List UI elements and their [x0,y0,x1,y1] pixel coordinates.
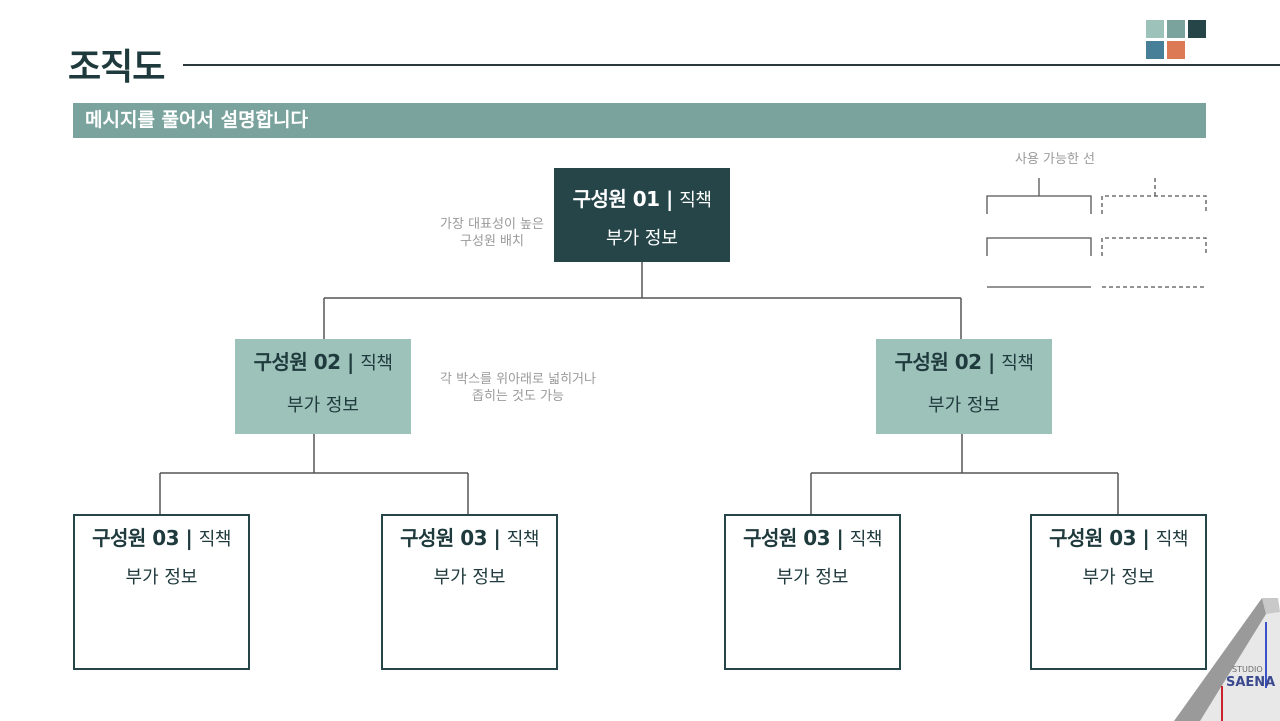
note-resize-line1: 각 박스를 위아래로 넓히거나 [440,372,596,387]
member-info: 부가 정보 [776,567,849,588]
member-name: 구성원 03 | [400,526,501,550]
member-info: 부가 정보 [606,228,678,249]
palette-swatch-orange [1167,41,1185,59]
member-role: 직책 [1001,353,1034,374]
member-name: 구성원 02 | [894,350,996,374]
line-style-samples [986,178,1207,288]
member-heading: 구성원 02 | 직책 [235,346,411,375]
sample-bracket-dashed [1101,195,1207,214]
org-box-level2-right[interactable]: 구성원 02 | 직책 부가 정보 [876,339,1052,434]
sample-open-solid [986,237,1092,256]
member-name: 구성원 02 | [253,350,355,374]
note-top-member: 가장 대표성이 높은 구성원 배치 [412,216,572,250]
subtitle-text: 메시지를 풀어서 설명합니다 [85,109,308,131]
member-role: 직책 [679,190,712,211]
studio-saena-logo: STUDIO SAENA [1174,598,1280,721]
logo-text-saena: SAENA [1226,675,1275,690]
member-role: 직책 [849,529,883,550]
note-top-member-line2: 구성원 배치 [460,234,524,249]
note-top-member-line1: 가장 대표성이 높은 [440,217,544,232]
member-role: 직책 [1155,529,1189,550]
member-heading: 구성원 03 | 직책 [1032,522,1205,551]
subtitle-bar: 메시지를 풀어서 설명합니다 [73,103,1206,138]
note-resize: 각 박스를 위아래로 넓히거나 좁히는 것도 가능 [418,371,618,405]
page-title: 조직도 [68,47,165,88]
member-info: 부가 정보 [125,567,198,588]
org-box-level1[interactable]: 구성원 01 | 직책 부가 정보 [554,168,730,262]
palette-swatch-dark-teal [1188,20,1206,38]
member-name: 구성원 01 | [572,187,674,211]
member-info: 부가 정보 [1082,567,1155,588]
member-role: 직책 [360,353,393,374]
member-heading: 구성원 01 | 직책 [554,183,730,212]
title-divider [183,64,1280,66]
member-heading: 구성원 03 | 직책 [383,522,556,551]
member-heading: 구성원 02 | 직책 [876,346,1052,375]
line-styles-label: 사용 가능한 선 [1014,152,1096,167]
member-info: 부가 정보 [433,567,506,588]
org-box-level3-4[interactable]: 구성원 03 | 직책 부가 정보 [1030,514,1207,670]
org-box-level3-3[interactable]: 구성원 03 | 직책 부가 정보 [724,514,901,670]
member-name: 구성원 03 | [743,526,844,550]
org-box-level2-left[interactable]: 구성원 02 | 직책 부가 정보 [235,339,411,434]
member-heading: 구성원 03 | 직책 [726,522,899,551]
sample-open-dashed [1101,237,1207,256]
org-box-level3-1[interactable]: 구성원 03 | 직책 부가 정보 [73,514,250,670]
member-role: 직책 [198,529,232,550]
member-info: 부가 정보 [928,395,1000,416]
logo-text-studio: STUDIO [1232,665,1263,674]
sample-bracket-solid [986,195,1092,214]
member-name: 구성원 03 | [92,526,193,550]
palette-swatch-blue [1146,41,1164,59]
palette-swatch-light-teal [1146,20,1164,38]
color-palette [1146,20,1208,60]
member-info: 부가 정보 [287,395,359,416]
org-box-level3-2[interactable]: 구성원 03 | 직책 부가 정보 [381,514,558,670]
note-resize-line2: 좁히는 것도 가능 [472,389,564,404]
member-role: 직책 [506,529,540,550]
member-name: 구성원 03 | [1049,526,1150,550]
palette-swatch-mid-teal [1167,20,1185,38]
member-heading: 구성원 03 | 직책 [75,522,248,551]
